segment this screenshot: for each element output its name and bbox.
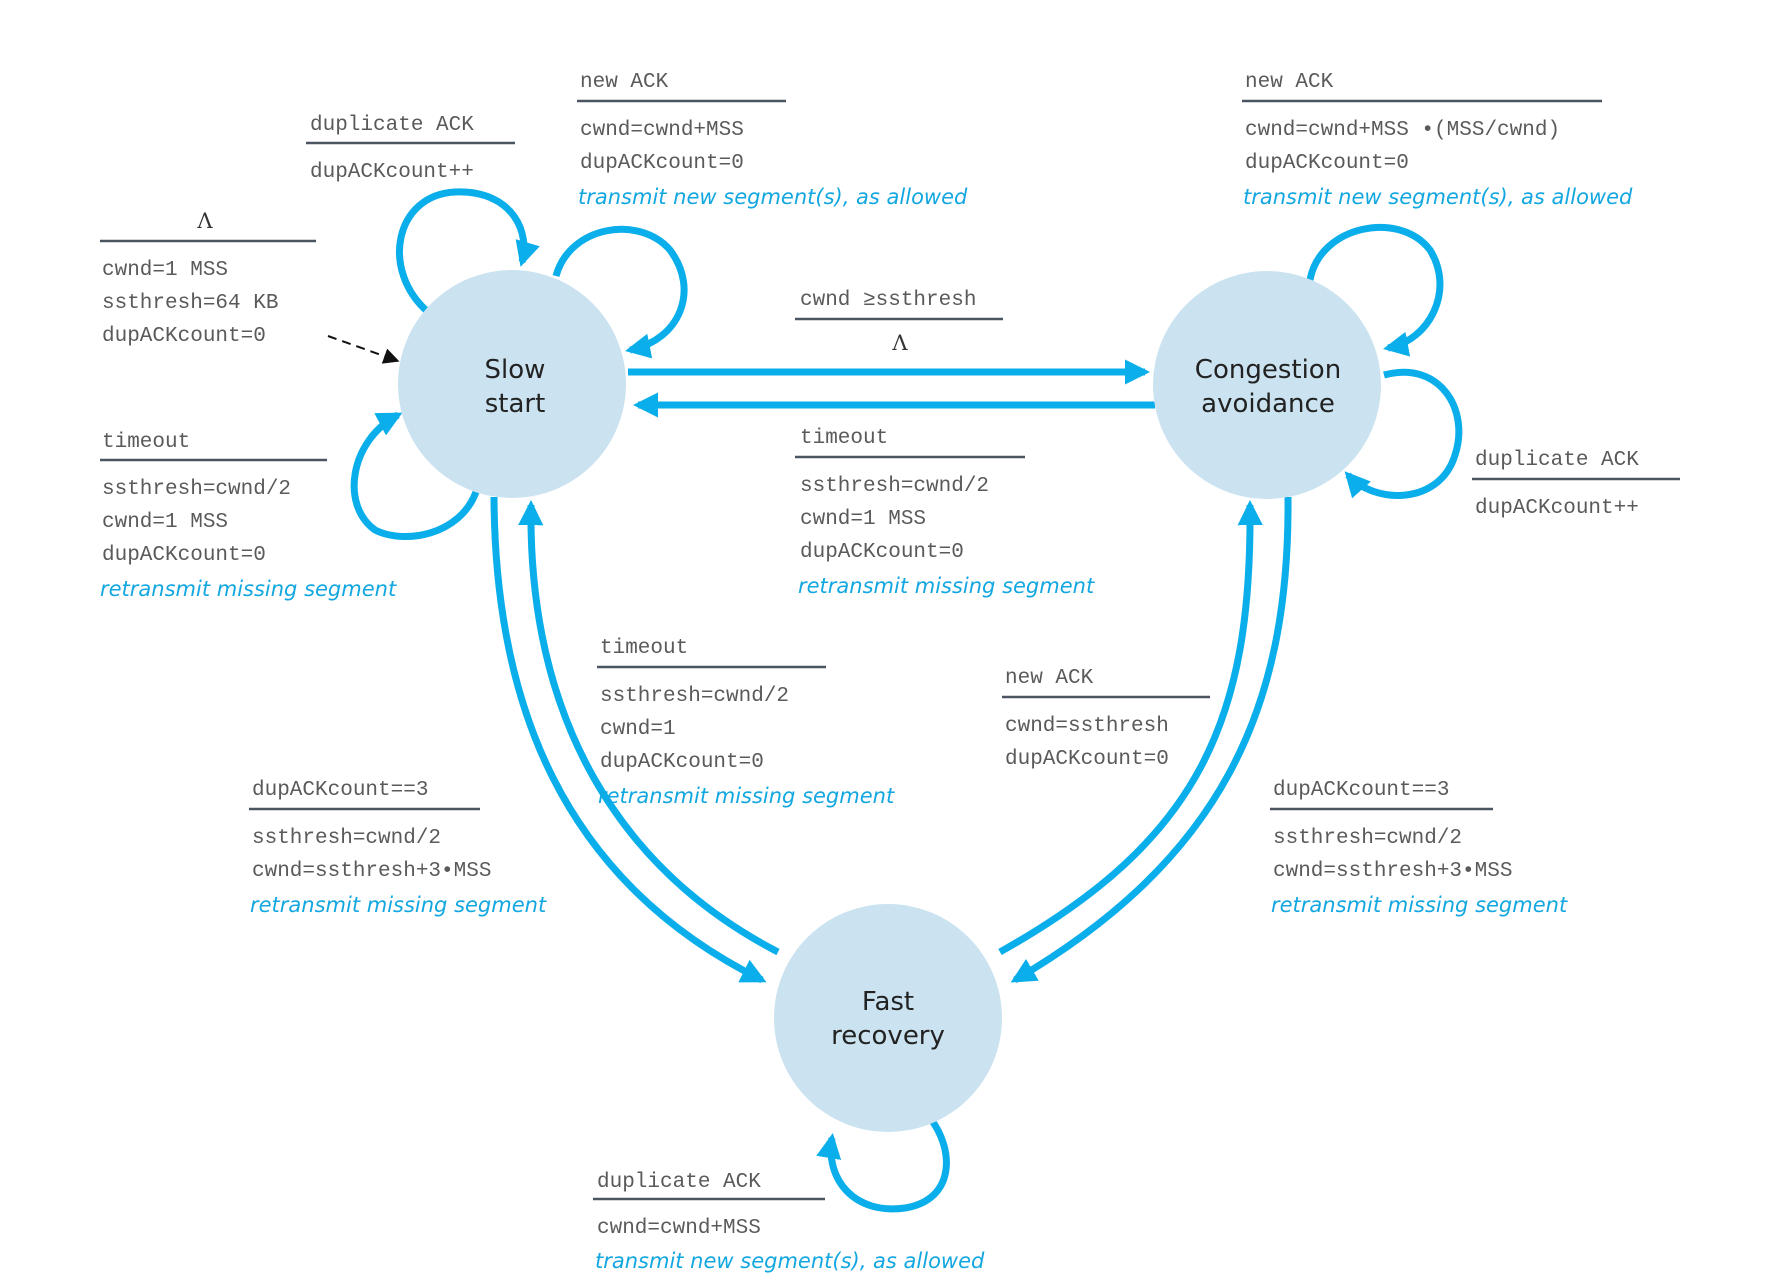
fr-to-ca-action-2: dupACKcount=0 <box>1005 748 1169 771</box>
fr-to-ss-arrow <box>518 499 780 956</box>
ss-dup-loop <box>395 188 540 315</box>
ss-new-loop <box>552 225 688 359</box>
ca-new-italic: transmit new segment(s), as allowed <box>1243 185 1633 209</box>
fr-to-ss-action-3: dupACKcount=0 <box>600 751 764 774</box>
fr-dup-action-1: cwnd=cwnd+MSS <box>597 1217 761 1240</box>
fr-dup-event: duplicate ACK <box>597 1171 761 1194</box>
fr-to-ca-arrow <box>998 499 1263 956</box>
ca-new-event: new ACK <box>1245 71 1334 94</box>
init-action-2: ssthresh=64 KB <box>102 292 278 315</box>
ss-to-fr-italic: retransmit missing segment <box>250 893 547 917</box>
fr-to-ss-action-1: ssthresh=cwnd/2 <box>600 685 789 708</box>
ca-to-ss-action-2: cwnd=1 MSS <box>800 508 926 531</box>
ss-dup-event: duplicate ACK <box>310 114 474 137</box>
ss-to-ca-event: cwnd ≥ssthresh <box>800 289 976 312</box>
ca-to-fr-event: dupACKcount==3 <box>1273 779 1449 802</box>
ss-new-action-2: dupACKcount=0 <box>580 152 744 175</box>
label-ss-dup: duplicate ACK dupACKcount++ <box>306 114 515 184</box>
state-slow-start-line1: Slow <box>485 355 546 385</box>
label-ss-timeout: timeout ssthresh=cwnd/2 cwnd=1 MSS dupAC… <box>100 431 397 601</box>
label-init: Λ cwnd=1 MSS ssthresh=64 KB dupACKcount=… <box>100 209 316 348</box>
fr-to-ss-event: timeout <box>600 637 688 660</box>
fr-to-ss-italic: retransmit missing segment <box>598 784 895 808</box>
ca-new-action-1: cwnd=cwnd+MSS •(MSS/cwnd) <box>1245 119 1560 142</box>
fr-to-ca-action-1: cwnd=ssthresh <box>1005 715 1169 738</box>
ss-to-fr-action-1: ssthresh=cwnd/2 <box>252 827 441 850</box>
ca-new-action-2: dupACKcount=0 <box>1245 152 1409 175</box>
ss-dup-action-1: dupACKcount++ <box>310 161 474 184</box>
label-ss-to-fr: dupACKcount==3 ssthresh=cwnd/2 cwnd=ssth… <box>249 779 547 917</box>
ss-to-fr-event: dupACKcount==3 <box>252 779 428 802</box>
ss-timeout-action-1: ssthresh=cwnd/2 <box>102 478 291 501</box>
edges <box>327 188 1463 1213</box>
ca-to-fr-arrow <box>1010 496 1292 984</box>
init-action-1: cwnd=1 MSS <box>102 259 228 282</box>
ss-timeout-action-3: dupACKcount=0 <box>102 544 266 567</box>
fr-dup-italic: transmit new segment(s), as allowed <box>595 1249 985 1273</box>
state-fast-recovery[interactable]: Fast recovery <box>774 904 1002 1132</box>
fr-to-ss-action-2: cwnd=1 <box>600 718 676 741</box>
ca-to-fr-action-1: ssthresh=cwnd/2 <box>1273 827 1462 850</box>
init-arrow <box>327 335 400 364</box>
ca-to-fr-italic: retransmit missing segment <box>1271 893 1568 917</box>
state-congestion-line1: Congestion <box>1195 355 1341 385</box>
label-ss-to-ca: cwnd ≥ssthresh Λ <box>795 289 1003 355</box>
ss-to-fr-arrow <box>490 496 767 984</box>
ca-dup-action-1: dupACKcount++ <box>1475 497 1639 520</box>
fr-dup-loop <box>816 1115 950 1213</box>
ss-new-event: new ACK <box>580 71 669 94</box>
ca-to-ss-action-1: ssthresh=cwnd/2 <box>800 475 989 498</box>
state-fast-recovery-line2: recovery <box>831 1021 945 1051</box>
label-ca-to-fr: dupACKcount==3 ssthresh=cwnd/2 cwnd=ssth… <box>1270 779 1568 917</box>
label-fr-to-ca: new ACK cwnd=ssthresh dupACKcount=0 <box>1002 667 1210 771</box>
ca-to-ss-event: timeout <box>800 427 888 450</box>
ss-timeout-event: timeout <box>102 431 190 454</box>
init-action-3: dupACKcount=0 <box>102 325 266 348</box>
state-fast-recovery-line1: Fast <box>862 987 914 1017</box>
label-fr-dup: duplicate ACK cwnd=cwnd+MSS transmit new… <box>593 1171 985 1273</box>
ss-timeout-loop <box>350 411 480 540</box>
ca-to-ss-italic: retransmit missing segment <box>798 574 1095 598</box>
state-congestion-avoidance[interactable]: Congestion avoidance <box>1153 271 1381 499</box>
state-slow-start-line2: start <box>485 389 546 419</box>
init-event: Λ <box>196 209 213 233</box>
ca-dup-event: duplicate ACK <box>1475 449 1639 472</box>
label-ca-new: new ACK cwnd=cwnd+MSS •(MSS/cwnd) dupACK… <box>1242 71 1633 209</box>
label-fr-to-ss: timeout ssthresh=cwnd/2 cwnd=1 dupACKcou… <box>597 637 895 808</box>
ss-new-action-1: cwnd=cwnd+MSS <box>580 119 744 142</box>
state-congestion-line2: avoidance <box>1201 389 1335 419</box>
fr-to-ca-event: new ACK <box>1005 667 1094 690</box>
label-ss-new: new ACK cwnd=cwnd+MSS dupACKcount=0 tran… <box>577 71 968 209</box>
ca-new-loop <box>1306 224 1444 357</box>
ss-new-italic: transmit new segment(s), as allowed <box>578 185 968 209</box>
ss-timeout-italic: retransmit missing segment <box>100 577 397 601</box>
ca-to-ss-action-3: dupACKcount=0 <box>800 541 964 564</box>
state-slow-start[interactable]: Slow start <box>398 270 626 498</box>
ca-to-fr-action-2: cwnd=ssthresh+3•MSS <box>1273 860 1512 883</box>
label-ca-to-ss: timeout ssthresh=cwnd/2 cwnd=1 MSS dupAC… <box>795 427 1095 598</box>
ss-to-fr-action-2: cwnd=ssthresh+3•MSS <box>252 860 491 883</box>
ss-to-ca-action-1: Λ <box>891 331 908 355</box>
ss-timeout-action-2: cwnd=1 MSS <box>102 511 228 534</box>
ca-dup-loop <box>1344 368 1463 499</box>
label-ca-dup: duplicate ACK dupACKcount++ <box>1472 449 1680 520</box>
